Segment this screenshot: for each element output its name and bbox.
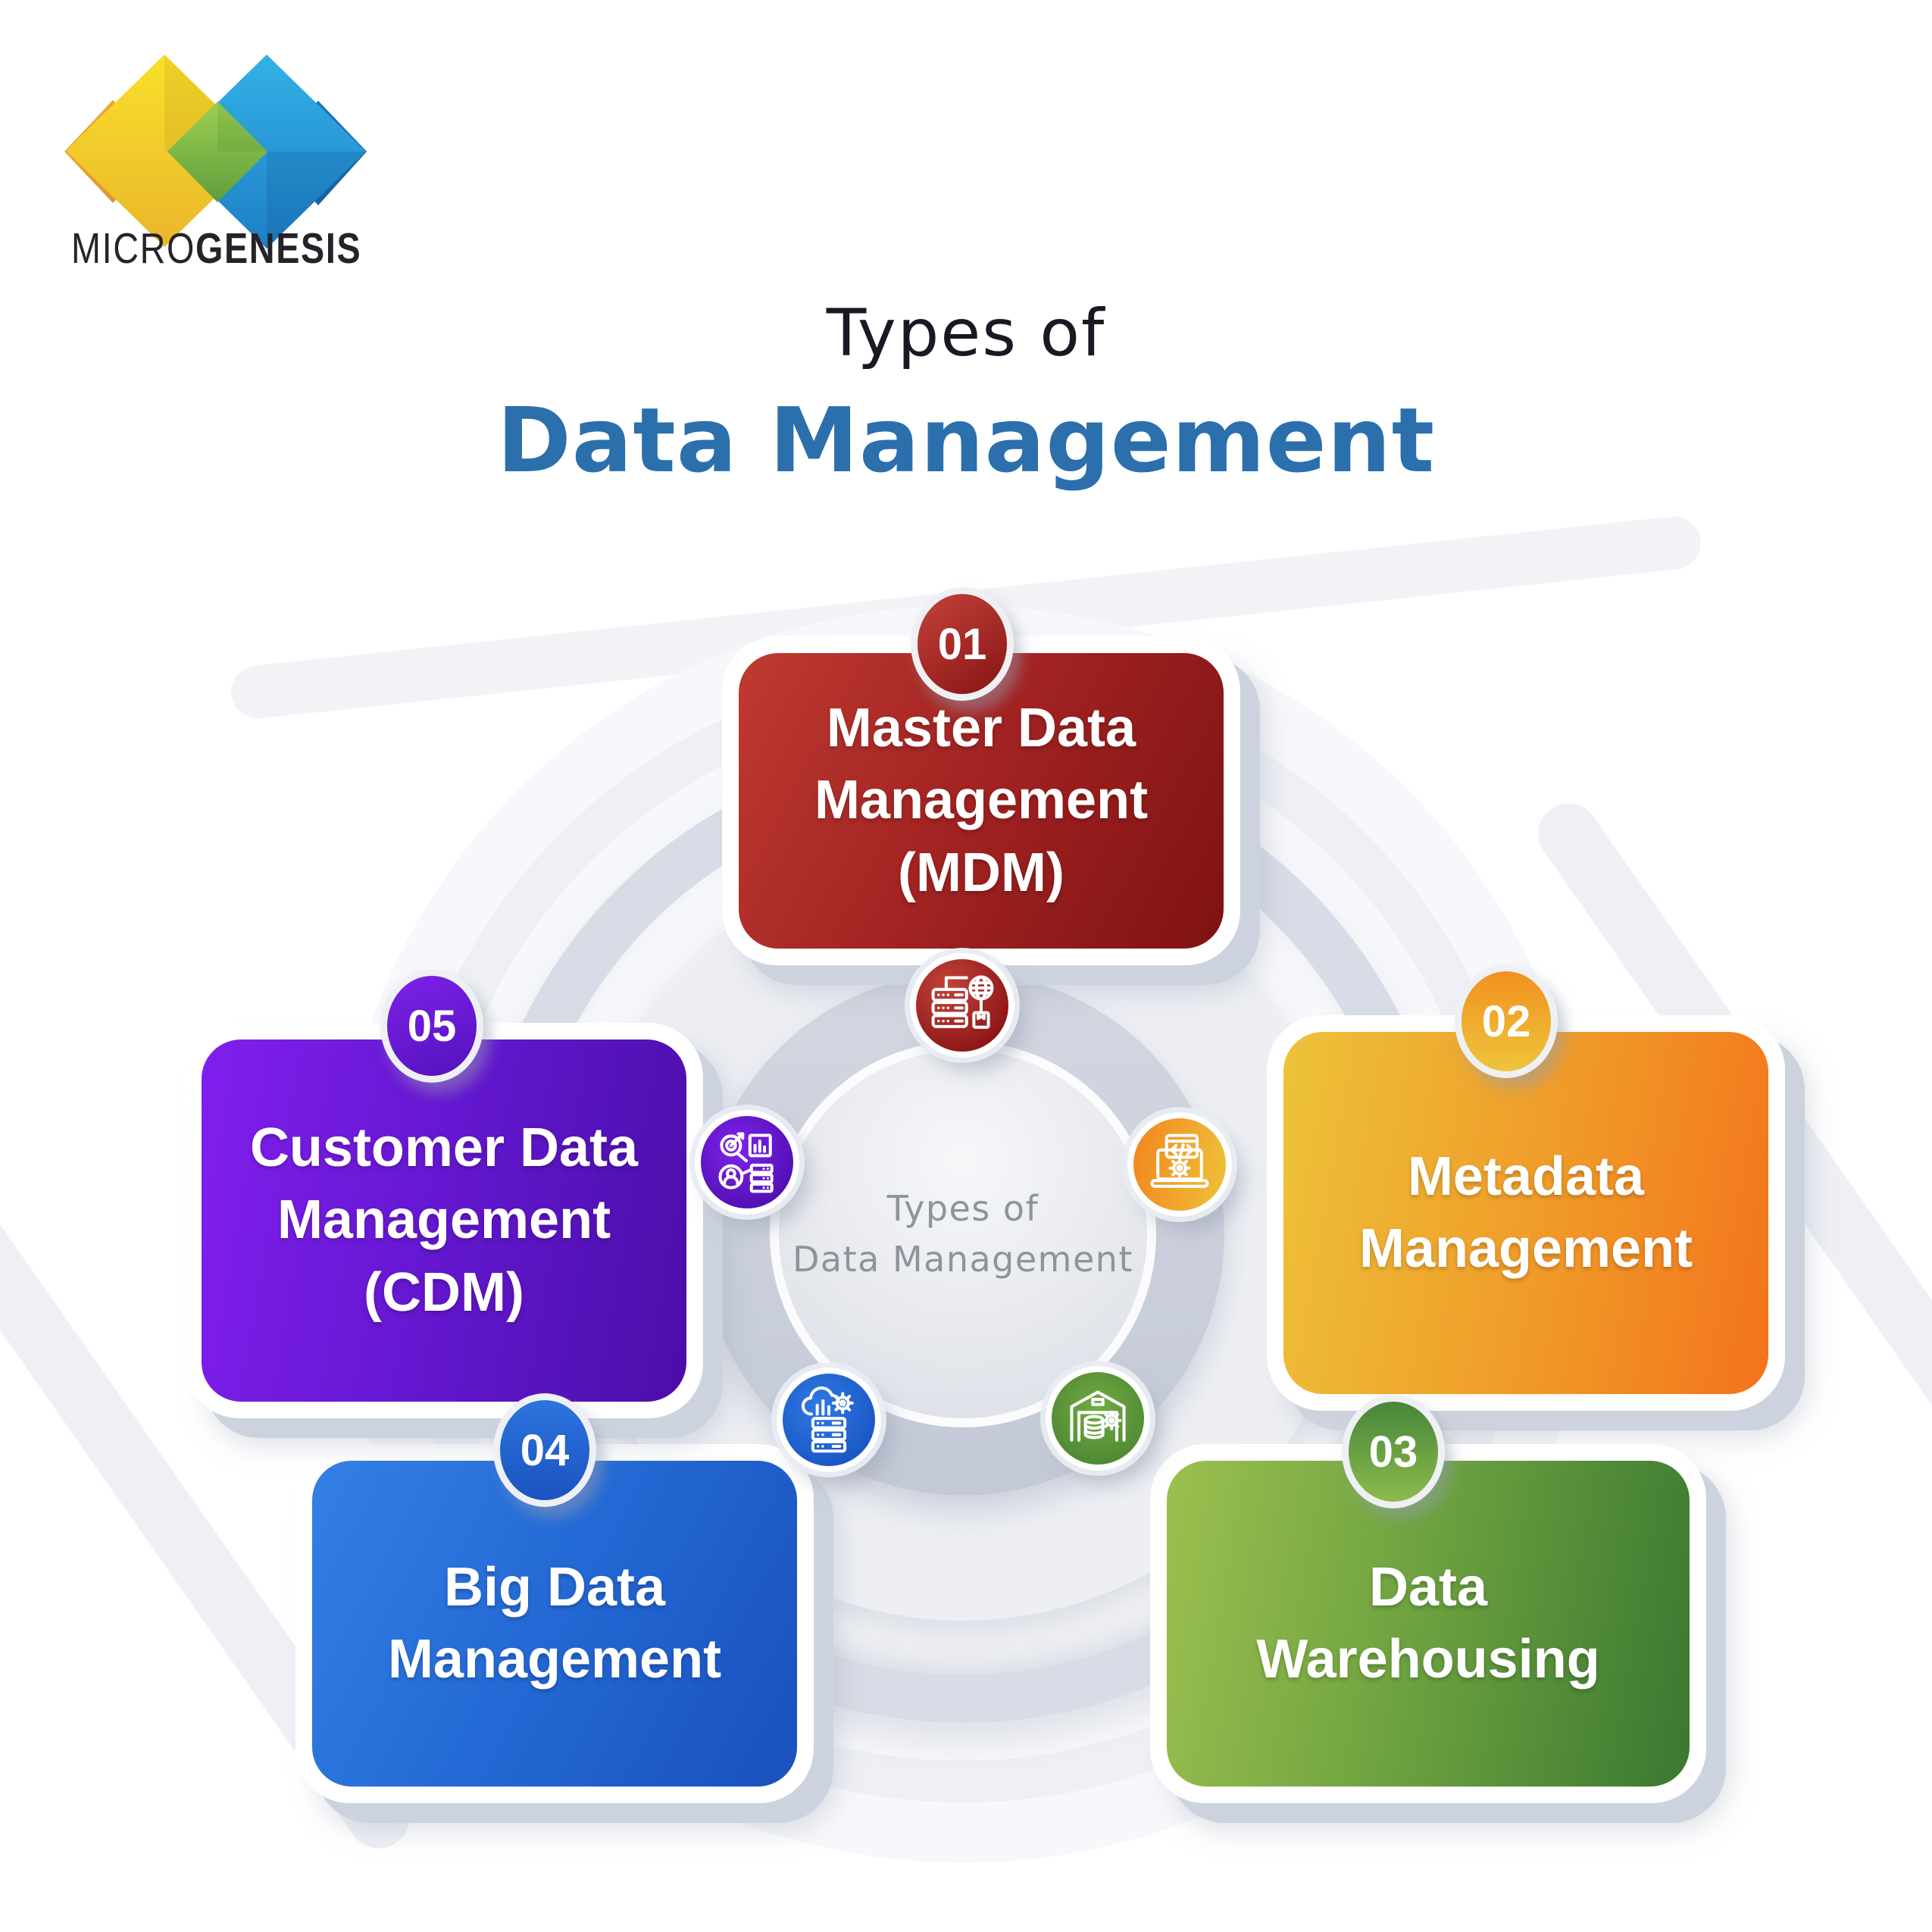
hub-label: Types of Data Management	[792, 1183, 1133, 1284]
card-big-data-management-body: Big Data Management	[312, 1461, 797, 1787]
laptop-code-gear-icon	[1150, 1133, 1209, 1188]
cloud-chart-server-icon	[801, 1386, 854, 1453]
brand-wordmark-micro: MICRO	[71, 224, 195, 273]
logo-diamonds-icon	[64, 55, 367, 249]
card-title-line: Big Data	[443, 1556, 666, 1618]
page-title: Types of Data Management	[0, 295, 1932, 492]
card-customer-data-management-body: Customer Data Management (CDM)	[202, 1039, 686, 1402]
hub-circle: Types of Data Management	[770, 1041, 1156, 1427]
number-badge-01: 01	[911, 587, 1014, 701]
card-title-line: (CDM)	[364, 1261, 524, 1323]
brand-wordmark: MICROGENESIS	[71, 224, 361, 274]
number-badge-04: 04	[493, 1393, 596, 1507]
badge-number: 03	[1368, 1427, 1418, 1477]
card-metadata-management: Metadata Management	[1267, 1015, 1785, 1411]
card-data-warehousing-body: Data Warehousing	[1167, 1461, 1690, 1787]
card-title-line: Master Data	[826, 698, 1136, 759]
page-title-line2: Data Management	[496, 388, 1436, 492]
hub-label-line2: Data Management	[792, 1239, 1133, 1280]
icon-circle-bigdata	[777, 1368, 881, 1472]
icon-circle-mdm	[910, 953, 1014, 1058]
icon-circle-metadata	[1127, 1112, 1232, 1217]
card-big-data-management: Big Data Management	[295, 1444, 814, 1803]
card-title-line: (MDM)	[898, 842, 1064, 903]
card-data-warehousing: Data Warehousing	[1150, 1444, 1706, 1803]
card-customer-data-management: Customer Data Management (CDM)	[185, 1023, 703, 1418]
card-metadata-management-body: Metadata Management	[1283, 1032, 1768, 1394]
icon-circle-warehousing	[1046, 1366, 1150, 1471]
card-title-line: Management	[277, 1190, 611, 1251]
server-globe-package-icon	[931, 975, 994, 1029]
microgenesis-logo: MICROGENESIS	[61, 42, 371, 273]
badge-number: 01	[937, 619, 987, 669]
card-title-line: Metadata	[1407, 1146, 1645, 1207]
card-master-data-management: Master Data Management (MDM)	[722, 636, 1240, 965]
card-title-line: Warehousing	[1256, 1629, 1600, 1690]
brand-wordmark-genesis: GENESIS	[195, 224, 362, 273]
badge-number: 02	[1481, 996, 1531, 1046]
badge-number: 05	[407, 1001, 457, 1051]
hub-label-line1: Types of	[886, 1188, 1039, 1230]
icon-circle-cdm	[695, 1110, 799, 1215]
card-master-data-management-body: Master Data Management (MDM)	[739, 653, 1224, 949]
warehouse-database-gear-icon	[1070, 1390, 1126, 1442]
number-badge-02: 02	[1455, 964, 1558, 1078]
number-badge-03: 03	[1342, 1395, 1445, 1508]
badge-number: 04	[520, 1425, 570, 1475]
card-title-line: Management	[387, 1629, 722, 1690]
number-badge-05: 05	[380, 969, 483, 1083]
card-title-line: Management	[1358, 1218, 1693, 1279]
card-title-line: Management	[814, 770, 1149, 831]
card-title-line: Customer Data	[249, 1118, 639, 1179]
target-person-chart-server-icon	[718, 1132, 774, 1193]
card-title-line: Data	[1368, 1556, 1488, 1618]
page-title-line1: Types of	[826, 295, 1106, 371]
